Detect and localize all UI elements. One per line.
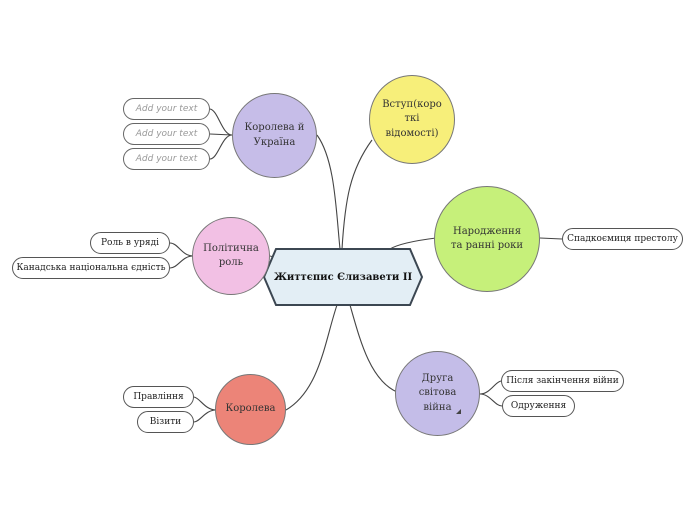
link-ph3 [209,134,233,160]
leaf-canada-unity[interactable]: Канадська національна єдність [12,257,170,279]
link-ww2 [349,304,398,393]
link-role-gov [169,242,194,257]
branch-queen-line: Королева [225,403,276,415]
leaf-after-war[interactable]: Після закінчення війни [501,370,624,392]
branch-ww2-line: світова [418,387,457,399]
branch-queen[interactable]: Королева [215,374,286,445]
leaf-marriage[interactable]: Одруження [502,395,575,417]
link-visits [193,409,217,423]
branch-ukraine-line: Україна [253,136,296,148]
branch-political-line: роль [218,257,244,268]
branch-birth-line: Народження [452,225,522,237]
branch-intro[interactable]: Вступ(коро ткі відомості) [369,75,455,164]
branch-intro-line: ткі [404,113,420,125]
link-ukraine [316,134,341,250]
link-canada [169,255,194,269]
branch-ww2-line: Друга [421,372,454,384]
branch-intro-line: відомості) [385,127,439,139]
central-node-shape [262,248,424,306]
branch-political-line: Політична [203,242,259,254]
link-succession [539,237,563,240]
link-queen [285,304,338,411]
link-ph2 [209,133,233,136]
branch-ww2-line: війна [423,401,452,413]
branch-birth-line: та ранні роки [450,240,524,251]
leaf-role-government[interactable]: Роль в уряді [90,232,170,254]
leaf-visits[interactable]: Візити [137,411,194,433]
leaf-succession[interactable]: Спадкоємиця престолу [562,228,683,250]
branch-political[interactable]: Політична роль [192,217,270,295]
branch-ww2[interactable]: Друга світова війна [395,351,480,436]
link-birth [389,237,437,250]
link-after-war [479,380,502,395]
central-node[interactable]: Життєпис Єлизавети ІІ [264,249,422,305]
central-title: Життєпис Єлизавети ІІ [273,271,413,283]
link-marriage [479,393,503,407]
link-ph1 [209,108,233,136]
leaf-placeholder[interactable]: Add your text [123,148,210,170]
collapse-triangle-icon[interactable] [456,409,461,414]
branch-intro-line: Вступ(коро [382,98,442,110]
link-intro [341,139,373,250]
link-reign [193,396,217,411]
branch-ukraine-line: Королева й [244,122,305,133]
leaf-reign[interactable]: Правління [123,386,194,408]
branch-ukraine[interactable]: Королева й Україна [232,93,317,178]
leaf-placeholder[interactable]: Add your text [123,123,210,145]
branch-birth[interactable]: Народження та ранні роки [434,186,540,292]
leaf-placeholder[interactable]: Add your text [123,98,210,120]
